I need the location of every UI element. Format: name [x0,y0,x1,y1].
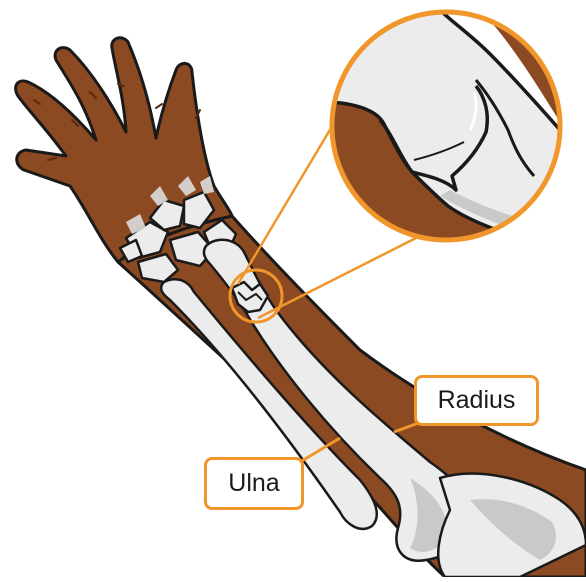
ulna-label: Ulna [204,457,304,510]
radius-label: Radius [414,375,539,426]
